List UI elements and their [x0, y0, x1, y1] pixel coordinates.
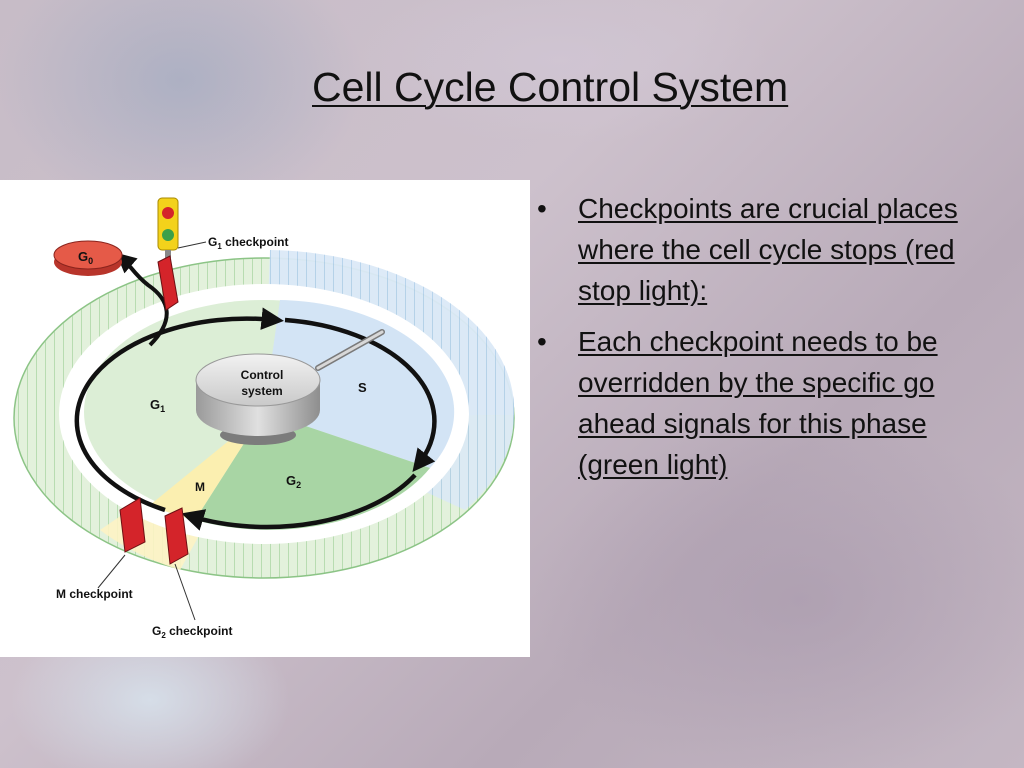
phase-g2-label: G2: [286, 473, 301, 490]
slide-title: Cell Cycle Control System: [312, 64, 789, 110]
control-system-disk: [195, 329, 385, 445]
m-checkpoint-label: M checkpoint: [56, 587, 133, 601]
control-system-label-1: Control: [241, 368, 284, 382]
phase-m-label: M: [195, 480, 205, 494]
g2-checkpoint-barrier: [164, 507, 189, 565]
bullet-list: • Checkpoints are crucial places where t…: [533, 188, 1003, 495]
bullet-dot: •: [537, 326, 547, 357]
bullet-item: • Checkpoints are crucial places where t…: [533, 188, 1003, 311]
phase-g1-label: G1: [150, 397, 165, 414]
bullet-item: • Each checkpoint needs to be overridden…: [533, 321, 1003, 485]
g0-exit-arrow: [115, 252, 169, 347]
cell-cycle-diagram: G0 Control system: [0, 180, 530, 657]
bullet-dot: •: [537, 193, 547, 224]
g1-checkpoint-barrier: [157, 255, 179, 311]
control-system-label-2: system: [241, 384, 282, 398]
bullet-text: Each checkpoint needs to be overridden b…: [578, 326, 938, 480]
phase-s-area: [264, 300, 455, 468]
bullet-text: Checkpoints are crucial places where the…: [578, 193, 958, 306]
g2-checkpoint-pointer: [174, 563, 196, 621]
g2-checkpoint-label: G2 checkpoint: [152, 624, 232, 640]
traffic-light-icon: [157, 197, 179, 258]
cell-cycle-svg: G0 Control system: [13, 197, 515, 640]
g1-checkpoint-label: G1 checkpoint: [208, 235, 288, 251]
cycle-arrow-s: [284, 317, 437, 473]
g0-label: G0: [78, 249, 93, 266]
g0-disk: [53, 240, 123, 270]
g1-checkpoint-pointer: [177, 241, 207, 249]
m-checkpoint-barrier: [119, 497, 146, 553]
cycle-arrow-g2: [181, 473, 417, 531]
m-checkpoint-pointer: [97, 554, 126, 589]
cycle-arrow-g1: [74, 307, 284, 513]
phase-s-label: S: [358, 380, 367, 395]
